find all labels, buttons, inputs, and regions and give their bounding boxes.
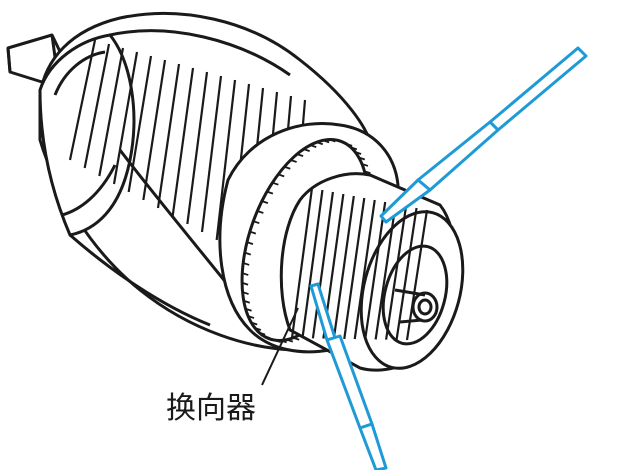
commutator-label: 换向器 [166, 391, 256, 426]
test-probe-upper [381, 48, 586, 222]
